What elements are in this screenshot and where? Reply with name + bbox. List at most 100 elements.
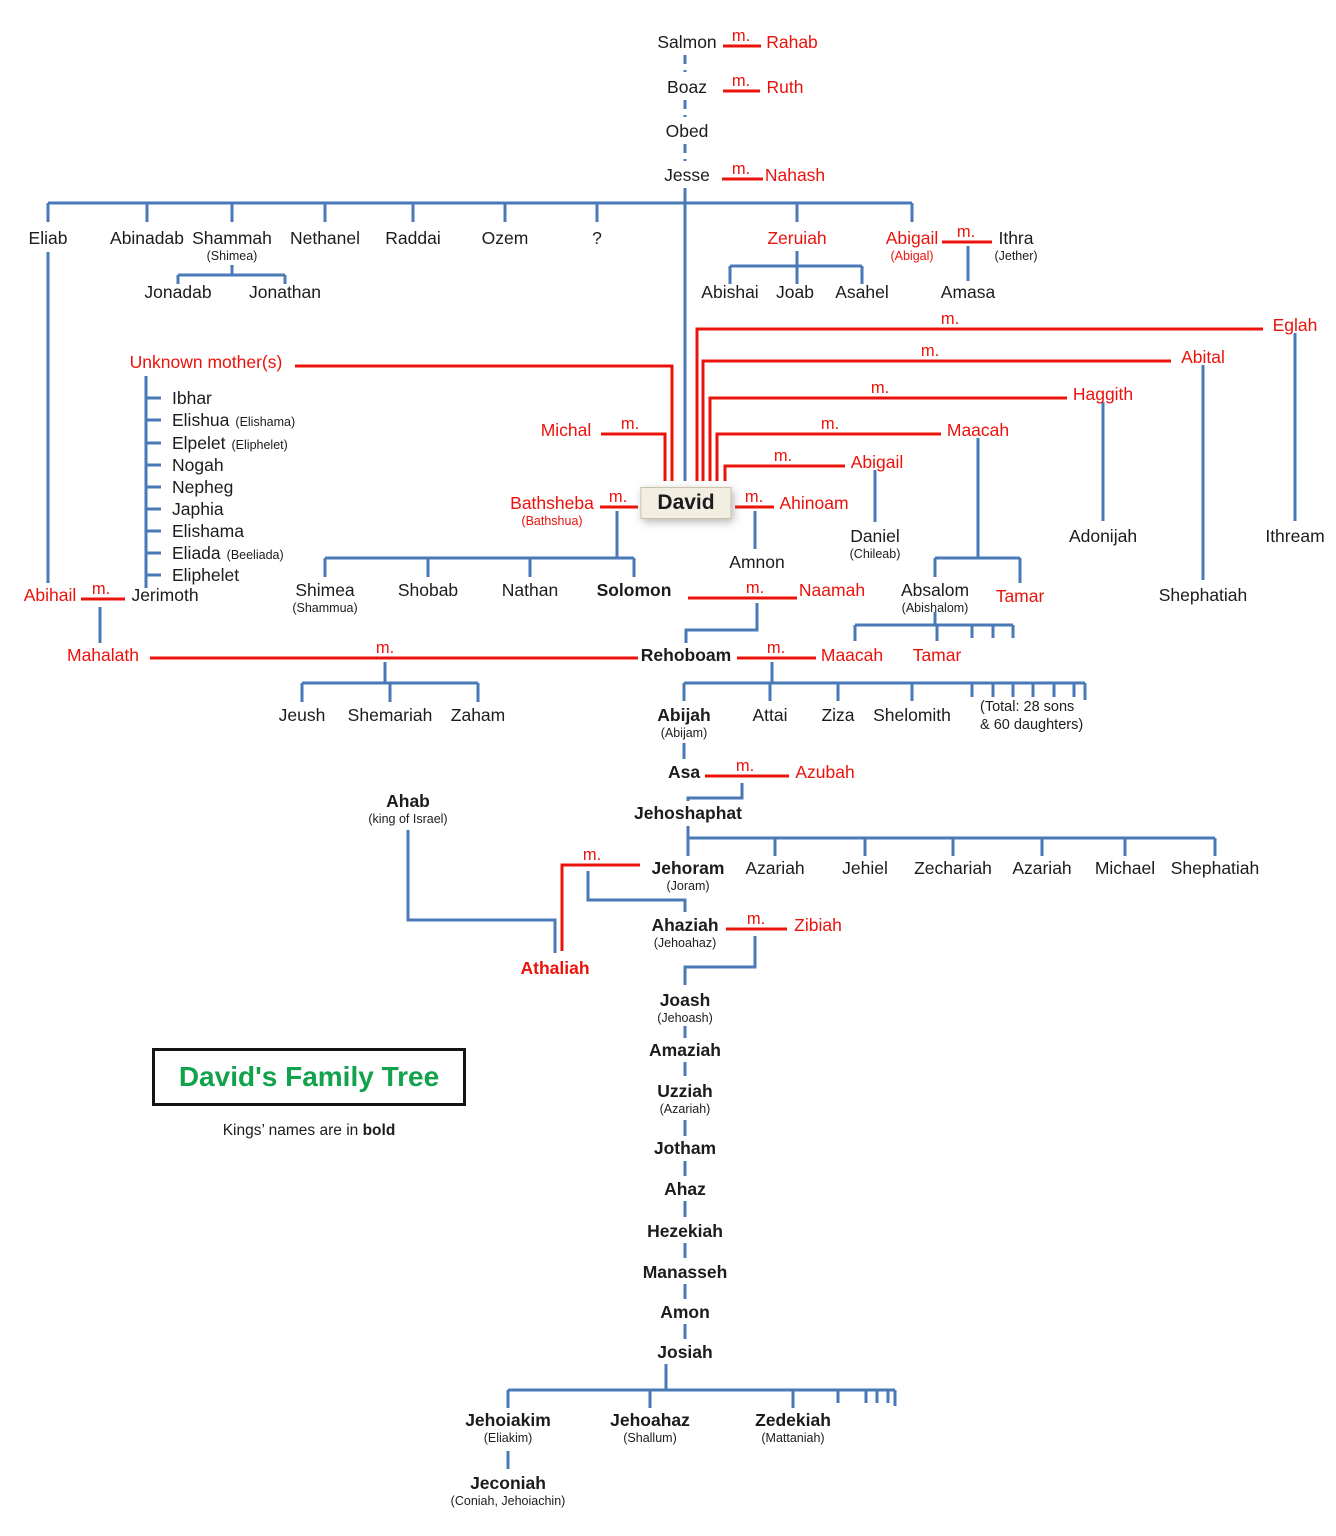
person-label: Haggith — [1072, 384, 1134, 404]
title-box: David's Family Tree — [152, 1048, 466, 1106]
marriage-label: m. — [735, 757, 755, 775]
person-abital: Abital — [1181, 346, 1225, 368]
person-nepheg: Nepheg — [172, 476, 233, 498]
person-azubah: Azubah — [795, 761, 854, 783]
marriage-label: m. — [745, 579, 765, 597]
person-label: Tamar — [912, 645, 962, 665]
person-label: Adonijah — [1068, 526, 1138, 546]
marriage-label: m. — [773, 447, 793, 465]
person-josiah: Josiah — [657, 1341, 712, 1363]
person-label: Jesse — [664, 165, 710, 185]
marriage-line — [601, 432, 667, 481]
person-amasa: Amasa — [941, 281, 995, 303]
person-amon: Amon — [660, 1301, 710, 1323]
person-raddai: Raddai — [385, 227, 440, 249]
person-elishama: Elishama — [172, 520, 244, 542]
person-salmon: Salmon — [657, 31, 716, 53]
person-ithream: Ithream — [1265, 525, 1324, 547]
marriage-line — [701, 359, 1171, 481]
person-label: Shobab — [397, 580, 459, 600]
person-label: Athaliah — [520, 958, 590, 978]
person-alt-name: (Abishalom) — [901, 601, 969, 615]
person-label: Amnon — [729, 552, 785, 572]
person-label: Naamah — [798, 580, 866, 600]
person-david: David — [640, 487, 732, 519]
person-alt-name: (Shimea) — [206, 249, 258, 263]
person-zechariah: Zechariah — [914, 857, 992, 879]
marriage-line — [723, 464, 845, 481]
person-alt-name: (king of Israel) — [368, 812, 448, 826]
person-label: Nepheg — [172, 477, 234, 497]
person-alt-name: (Jehoash) — [657, 1011, 713, 1025]
person-label: Ahaz — [664, 1179, 706, 1199]
person-label: Raddai — [385, 228, 441, 248]
person-label: Josiah — [657, 1342, 713, 1362]
person-nahash: Nahash — [765, 164, 825, 186]
person-rahab: Rahab — [766, 31, 818, 53]
person-label: Salmon — [657, 32, 717, 52]
person-eliphelet: Eliphelet — [172, 564, 239, 586]
person-abigail-wife: Abigail — [851, 451, 904, 473]
person-zedekiah: Zedekiah(Mattaniah) — [755, 1409, 831, 1446]
person-unknown-son: ? — [592, 227, 602, 249]
person-zibiah: Zibiah — [794, 914, 842, 936]
person-bathsheba: Bathsheba(Bathshua) — [510, 492, 594, 529]
person-label: Asa — [667, 762, 701, 782]
person-abinadab: Abinadab — [110, 227, 184, 249]
person-label: Nahash — [764, 165, 826, 185]
legend-note: Kings’ names are in bold — [223, 1122, 396, 1140]
person-nogah: Nogah — [172, 454, 224, 476]
marriage-line — [708, 396, 1067, 481]
marriage-label: m. — [940, 310, 960, 328]
marriage-label: m. — [820, 415, 840, 433]
person-label: Elpelet — [172, 433, 226, 453]
person-amaziah: Amaziah — [649, 1039, 721, 1061]
person-alt-name: (Beeliada) — [226, 548, 284, 562]
person-label: Joab — [776, 282, 814, 302]
person-label: Jonathan — [248, 282, 322, 302]
person-ahinoam: Ahinoam — [779, 492, 848, 514]
person-ithra: Ithra(Jether) — [994, 227, 1037, 264]
person-label: Shemariah — [347, 705, 433, 725]
person-alt-name: (Eliakim) — [483, 1431, 533, 1445]
person-alt-name: (Jether) — [994, 249, 1038, 263]
person-alt-name: (Bathshua) — [521, 514, 583, 528]
marriage-label: m. — [920, 342, 940, 360]
person-boaz: Boaz — [667, 76, 707, 98]
person-alt-name: (Joram) — [666, 879, 710, 893]
person-label: Eliab — [28, 228, 68, 248]
person-label: Nogah — [172, 455, 224, 475]
person-label: Ozem — [481, 228, 529, 248]
person-label: Eglah — [1272, 315, 1318, 335]
marriage-label: m. — [956, 223, 976, 241]
marriage-label: m. — [744, 488, 764, 506]
person-jerimoth: Jerimoth — [131, 584, 198, 606]
person-ozem: Ozem — [482, 227, 529, 249]
person-haggith: Haggith — [1073, 383, 1133, 405]
marriage-label: m. — [766, 639, 786, 657]
person-abijah: Abijah(Abijam) — [657, 704, 710, 741]
person-joash: Joash(Jehoash) — [657, 989, 713, 1026]
person-elpelet: Elpelet(Eliphelet) — [172, 432, 288, 456]
person-label: Elishama — [172, 521, 244, 541]
descent-line — [684, 603, 759, 643]
person-shephatiah-2: Shephatiah — [1171, 857, 1260, 879]
person-label: Boaz — [667, 77, 707, 97]
person-solomon: Solomon — [597, 579, 672, 601]
descent-line — [406, 830, 557, 953]
person-ahab: Ahab(king of Israel) — [368, 790, 447, 827]
marriage-label: m. — [582, 846, 602, 864]
person-asahel: Asahel — [835, 281, 889, 303]
person-label: Abihail — [23, 585, 77, 605]
person-label: Abishai — [701, 282, 759, 302]
marriage-label: m. — [620, 415, 640, 433]
person-eglah: Eglah — [1273, 314, 1318, 336]
person-jeconiah: Jeconiah(Coniah, Jehoiachin) — [451, 1472, 566, 1509]
person-label: Eliphelet — [172, 565, 240, 585]
person-label: Jehoshaphat — [634, 803, 742, 823]
person-rehoboam: Rehoboam — [641, 644, 731, 666]
person-maacah-rehoboam: Maacah — [821, 644, 883, 666]
marriage-line — [560, 863, 640, 951]
marriage-label: m. — [375, 639, 395, 657]
person-label: Jeconiah — [470, 1473, 546, 1493]
